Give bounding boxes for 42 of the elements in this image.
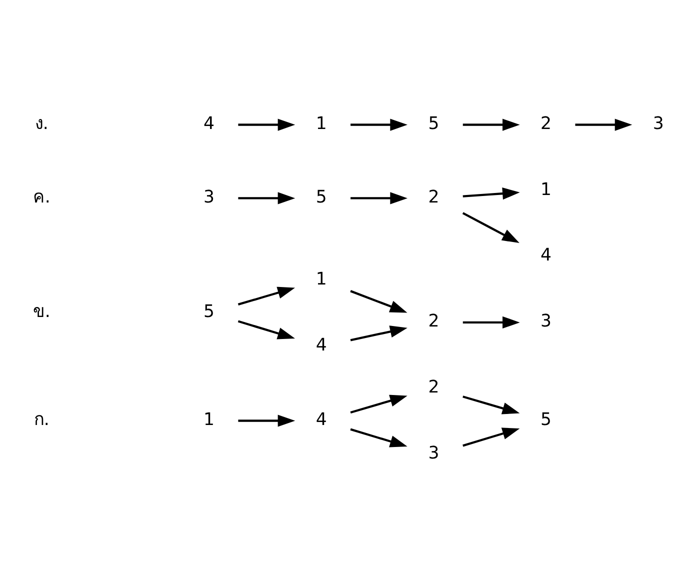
- label: ค.: [32, 186, 50, 207]
- arrow: [238, 320, 295, 339]
- node-text: 2: [428, 186, 440, 207]
- node-text: 1: [316, 113, 327, 134]
- node-text: 5: [204, 301, 215, 322]
- arrow: [575, 118, 632, 130]
- arrow: [350, 428, 408, 447]
- node-text: 5: [540, 409, 552, 430]
- node-text: 2: [540, 113, 552, 134]
- node-text: 1: [540, 179, 552, 200]
- node-text: 5: [428, 113, 440, 134]
- arrow: [462, 212, 520, 243]
- arrow: [350, 325, 408, 341]
- node-text: 3: [540, 311, 552, 332]
- arrow: [462, 427, 520, 446]
- arrow: [462, 395, 520, 414]
- arrow: [350, 118, 408, 130]
- node-text: 3: [428, 442, 440, 463]
- arrow: [238, 192, 296, 204]
- arrow: [238, 286, 296, 305]
- label: ง.: [34, 113, 48, 134]
- arrow: [350, 290, 408, 312]
- arrow: [462, 316, 520, 328]
- node-text: 5: [316, 186, 327, 207]
- label: ข.: [32, 301, 50, 322]
- node-text: 1: [204, 409, 215, 430]
- node-text: 4: [540, 245, 552, 266]
- arrow: [238, 414, 296, 426]
- node-text: 2: [428, 311, 440, 332]
- node-text: 1: [316, 268, 327, 289]
- node-text: 4: [204, 113, 215, 134]
- arrow: [350, 394, 408, 414]
- node-text: 4: [316, 409, 327, 430]
- label: ก.: [34, 409, 50, 430]
- node-text: 3: [204, 186, 215, 207]
- node-text: 2: [428, 376, 440, 397]
- arrow: [238, 118, 296, 130]
- node-text: 3: [652, 113, 664, 134]
- arrow: [462, 118, 520, 130]
- arrow: [350, 192, 408, 204]
- arrow: [462, 187, 520, 200]
- node-text: 4: [316, 334, 327, 355]
